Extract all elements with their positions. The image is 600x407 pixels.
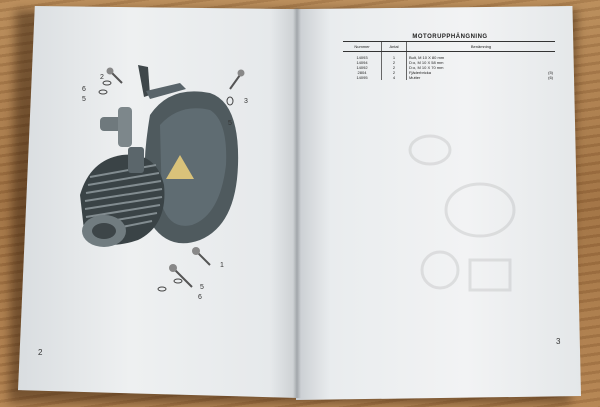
page-number-left: 2 [38,348,43,357]
part-quantity: 2 [381,70,407,75]
exhaust-stub [128,147,144,173]
part-description-cell: Fjäderbricka (5) [406,70,555,75]
kickstart-lever [138,65,186,99]
table-row: 14092 2 D:o, M 10 X 70 mm [343,65,555,70]
part-description: Fjäderbricka [409,70,432,75]
part-description-cell: D:o, M 10 X 70 mm [406,65,555,70]
part-description: Bult, M 10 X 80 mm [409,55,445,60]
section-title: MOTORUPPHÄNGNING [412,34,488,40]
parts-table: Nummer Antal Benämning 14093 1 Bult, M 1… [343,41,555,80]
callout-2-top: 2 [100,74,104,81]
part-number: 2804 [357,70,367,75]
carburetor [100,107,132,147]
engine-logo-emblem [166,155,194,179]
part-quantity: 2 [381,65,407,70]
part-reference: (6) [548,75,553,80]
part-description: Mutter [409,75,421,80]
part-description: D:o, M 10 X 58 mm [409,60,444,65]
callout-5-right: 5 [228,120,232,127]
callout-6-top: 6 [82,86,86,93]
part-number: 14092 [356,65,368,70]
callout-1-bottom: 1 [220,262,224,269]
table-row: 14093 1 Bult, M 10 X 80 mm [343,51,555,60]
part-reference: (5) [548,70,553,75]
show-through-illustration [408,134,516,292]
part-number: 14095 [356,75,368,80]
part-description: D:o, M 10 X 70 mm [409,65,444,70]
callout-5-bottom: 5 [200,284,204,291]
part-quantity: 1 [381,51,407,60]
lower-bolt-assembly [157,247,211,292]
callout-6-bottom: 6 [198,294,202,301]
engine-exploded-illustration: 2 6 5 3 5 1 5 6 [80,65,248,301]
part-description-cell: Mutter (6) [406,75,555,80]
callout-3-right: 3 [244,98,248,105]
table-row: 14094 2 D:o, M 10 X 58 mm [343,60,555,65]
page-number-right: 3 [556,337,561,346]
callout-5-top: 5 [82,96,86,103]
part-quantity: 2 [381,60,407,65]
part-description-cell: D:o, M 10 X 58 mm [406,60,555,65]
part-number: 14093 [356,55,368,60]
part-quantity: 4 [381,75,407,80]
table-row: 2804 2 Fjäderbricka (5) [343,70,555,75]
header-quantity: Antal [381,41,407,52]
upper-bolt-assembly [98,67,245,106]
booklet-gutter [293,8,301,398]
part-description-cell: Bult, M 10 X 80 mm [406,51,555,60]
crankcase-highlight [160,108,227,226]
header-part-number: Nummer [343,41,382,52]
engine-cylinder [80,154,165,247]
table-row: 14095 4 Mutter (6) [343,75,555,80]
header-description: Benämning [406,41,555,52]
part-number: 14094 [356,60,368,65]
table-header-row: Nummer Antal Benämning [343,41,555,52]
